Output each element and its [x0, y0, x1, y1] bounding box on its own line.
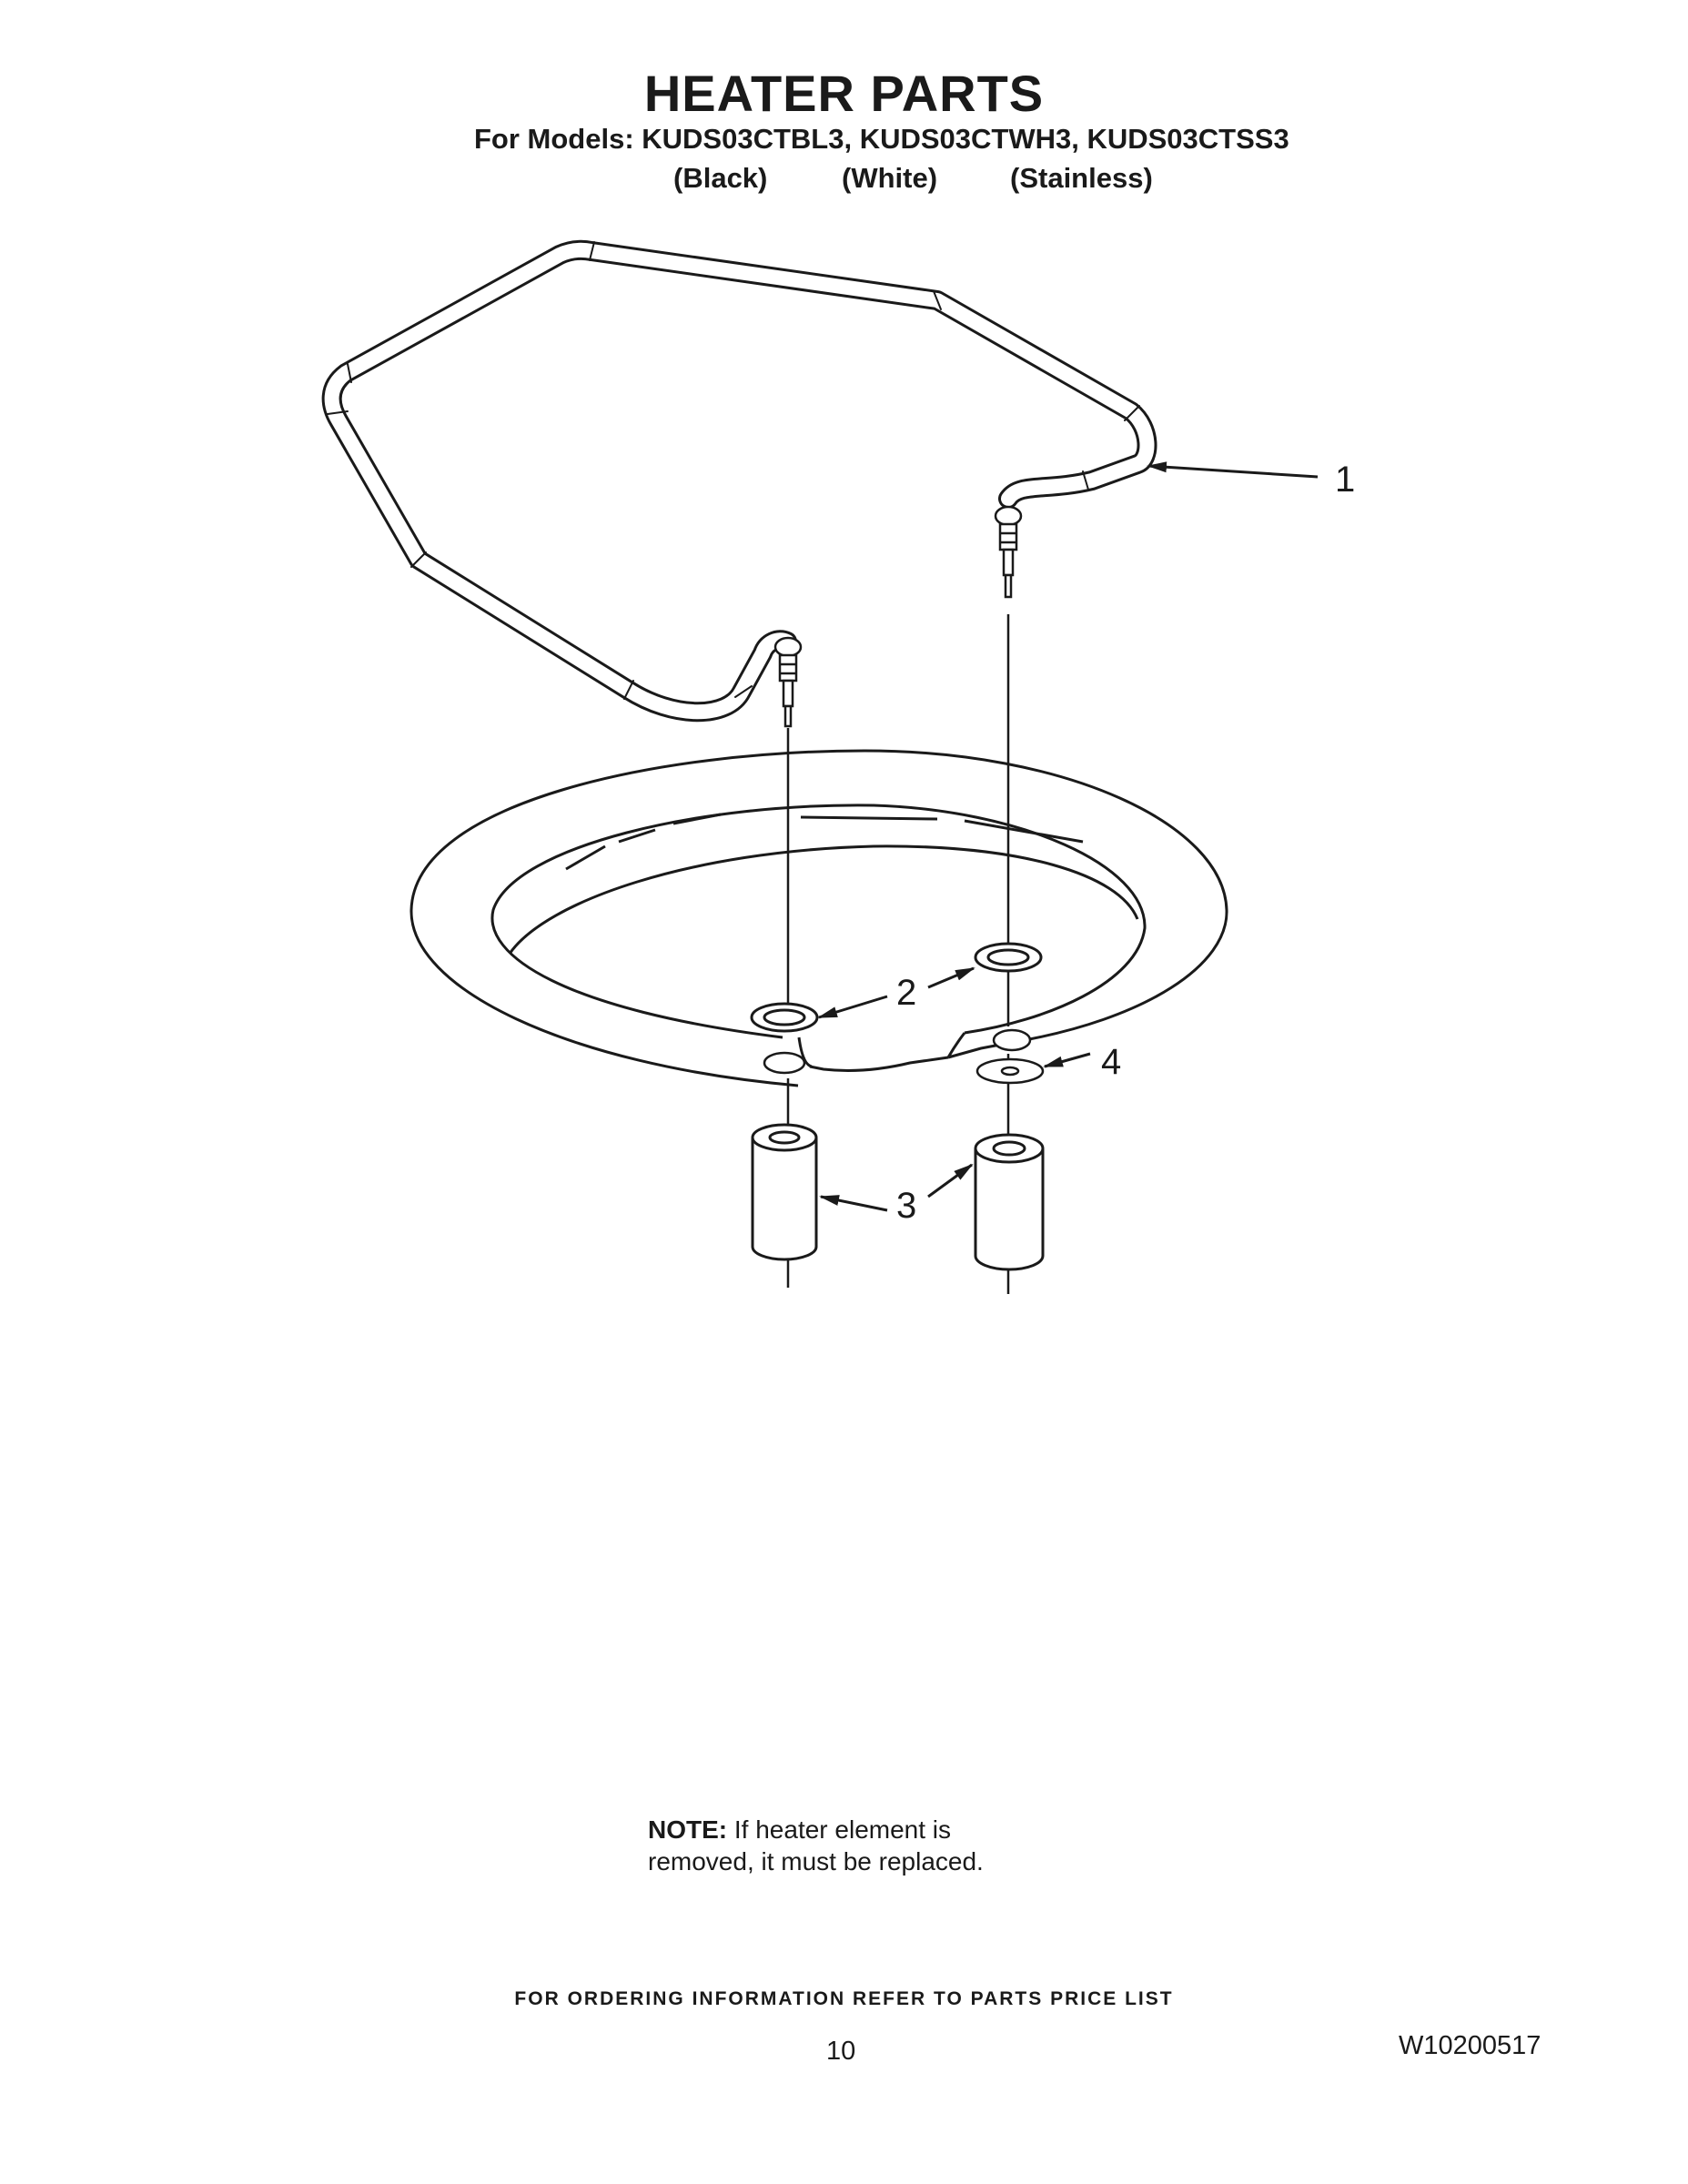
callout-4: 4	[1101, 1042, 1121, 1082]
variant-stainless: (Stainless)	[1010, 162, 1153, 194]
washer	[975, 1057, 1045, 1085]
heater-element	[321, 239, 1157, 723]
variant-black: (Black)	[673, 162, 768, 194]
note-line-2: removed, it must be replaced.	[648, 1847, 984, 1876]
nut-right	[974, 1133, 1045, 1271]
callout-1: 1	[1335, 460, 1355, 500]
ordering-info: FOR ORDERING INFORMATION REFER TO PARTS …	[514, 1988, 1174, 2009]
nut-left	[751, 1123, 818, 1261]
document-number: W10200517	[1399, 2031, 1541, 2060]
note: NOTE: If heater element is removed, it m…	[648, 1814, 984, 1877]
heater-terminal-left	[773, 636, 803, 728]
ring-mount-holes	[763, 1028, 1032, 1075]
note-line-1: If heater element is	[727, 1815, 952, 1844]
alignment-lines	[786, 614, 1010, 1294]
variant-white: (White)	[842, 162, 938, 194]
note-label: NOTE:	[648, 1815, 728, 1844]
heater-terminal-right	[994, 505, 1023, 599]
tub-floor-ring	[409, 749, 1228, 1087]
callout-3: 3	[896, 1186, 916, 1226]
callout-2: 2	[896, 973, 916, 1013]
page-title: HEATER PARTS	[643, 65, 1045, 122]
callout-arrows	[817, 461, 1319, 1212]
page-number: 10	[826, 2037, 856, 2066]
gasket-right	[974, 942, 1043, 973]
models-line: For Models: KUDS03CTBL3, KUDS03CTWH3, KU…	[474, 123, 1289, 155]
gasket-left	[750, 1002, 819, 1033]
